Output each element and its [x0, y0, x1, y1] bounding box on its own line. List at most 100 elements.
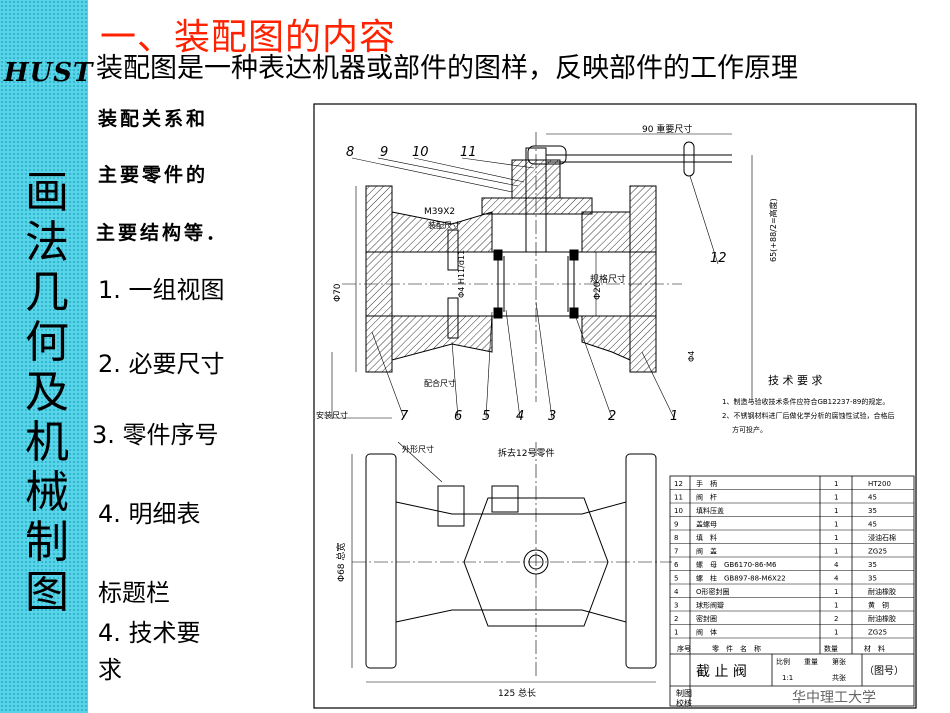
front-section-view [331, 132, 753, 419]
drawing-number: （图号） [864, 665, 904, 677]
fit-label: 装配尺寸 [428, 220, 460, 230]
callout-3: 3 [548, 409, 556, 424]
bom-cell: 2 [834, 615, 838, 623]
vertical-title-char: 制 [25, 517, 69, 568]
product-name: 截 止 阀 [696, 664, 747, 680]
scale-value: 1:1 [782, 674, 793, 682]
bom-cell: 4 [674, 588, 679, 596]
callout-6: 6 [454, 409, 462, 424]
bom-cell: 6 [674, 561, 679, 569]
sidebar: HUST 画 法 几 何 及 机 械 制 图 [0, 0, 92, 713]
vertical-title-char: 机 [25, 417, 69, 468]
bom-cell: 填 料 [696, 533, 717, 542]
callout-11: 11 [460, 145, 477, 160]
content-item-assembly: 装配关系和 [98, 108, 209, 130]
hust-logo: HUST [4, 58, 94, 88]
title-block [670, 653, 914, 687]
bom-cell: 1 [834, 507, 838, 515]
callout-4: 4 [516, 409, 524, 424]
callout-12: 12 [710, 251, 727, 266]
callout-5: 5 [482, 409, 490, 424]
total-length-label: 125 总长 [498, 687, 536, 699]
bom-cell: 4 [834, 561, 839, 569]
thread-label: M39X2 [424, 207, 455, 217]
bom-cell: 8 [674, 534, 678, 542]
bom-cell: 1 [834, 494, 838, 502]
assembly-drawing: 90 重要尺寸 8 9 10 11 12 M39X2 装配尺寸 规格尺寸 配合尺… [313, 103, 917, 709]
bom-cell: 螺 母 GB6170-86-M6 [696, 560, 777, 569]
bom-cell: 填料压盖 [696, 506, 724, 515]
bom-cell: 45 [868, 494, 877, 502]
bom-header-qty: 数量 [824, 644, 838, 653]
vertical-title-char: 几 [25, 267, 69, 318]
bom-cell: HT200 [868, 480, 891, 488]
tech-req-1: 1、制造与验收技术条件应符合GB12237-89的规定。 [722, 397, 889, 406]
bom-header-name: 零 件 名 称 [712, 644, 761, 653]
bom-cell: 1 [834, 629, 838, 637]
bom-cell: 螺 柱 GB897-88-M6X22 [696, 574, 786, 583]
scale-label-3: 第张 [832, 657, 846, 666]
bom-cell: 11 [674, 494, 683, 502]
tech-req-title: 技 术 要 求 [768, 374, 823, 387]
bom-cell: 7 [674, 548, 678, 556]
top-view [351, 441, 672, 683]
bom-cell: 耐油橡胶 [868, 587, 896, 596]
bom-cell: 浸油石棉 [868, 533, 896, 542]
spec-label: 规格尺寸 [590, 273, 626, 285]
sheet-total: 共张 [832, 673, 846, 682]
outline-label: 外形尺寸 [402, 444, 434, 454]
bom-cell: 4 [834, 575, 839, 583]
bom-cell: 35 [868, 575, 877, 583]
height-dim-label: 65(+88/2=高度) [768, 198, 778, 262]
vertical-title-char: 械 [25, 467, 69, 518]
callout-7: 7 [400, 409, 409, 424]
scale-label-2: 重量 [804, 658, 818, 666]
content-item-dimensions: 2. 必要尺寸 [98, 350, 225, 378]
bom-cell: 35 [868, 507, 877, 515]
mating-label: 配合尺寸 [424, 378, 456, 388]
bom-cell: 1 [834, 602, 838, 610]
vertical-title-char: 图 [25, 567, 69, 618]
fit-dim-label: Φ4 H11/d11 [457, 250, 466, 298]
vertical-title-char: 何 [25, 317, 69, 368]
slide-heading: 一、装配图的内容 [100, 17, 397, 58]
removed-part-label: 拆去12号零件 [498, 447, 554, 459]
content-item-technical-cont: 求 [98, 656, 122, 684]
tech-req-2: 2、不锈钢材料进厂后做化学分析的腐蚀性试验，合格后 [722, 411, 894, 420]
phi68-label: Φ68 总宽 [335, 543, 347, 582]
content-item-parts: 主要零件的 [98, 164, 209, 186]
vertical-title-char: 法 [25, 217, 69, 268]
bom-cell: 阀 杆 [696, 493, 717, 502]
checked-by-label: 校核 [676, 698, 692, 708]
bom-cell: 盖螺母 [696, 520, 717, 529]
bom-cell: 1 [674, 629, 678, 637]
vertical-title-char: 及 [25, 367, 69, 418]
scale-label-1: 比例 [776, 657, 790, 666]
bom-cell: 45 [868, 521, 877, 529]
callout-10: 10 [412, 145, 429, 160]
install-label: 安装尺寸 [316, 410, 348, 420]
bom-cell: 黄 铜 [868, 601, 889, 610]
bom-cell: 阀 体 [696, 628, 717, 637]
vertical-title: 画 法 几 何 及 机 械 制 图 [22, 168, 72, 618]
bom-cell: 1 [834, 588, 838, 596]
phi20-label: Φ20 [593, 281, 603, 300]
bom-cell: 1 [834, 480, 838, 488]
dim-90-label: 90 重要尺寸 [642, 123, 692, 135]
bom-cell: 1 [834, 534, 838, 542]
bom-cell: 1 [834, 521, 838, 529]
drawing-border [313, 103, 917, 709]
content-item-views: 1. 一组视图 [98, 276, 225, 304]
bom-cell: 2 [674, 615, 678, 623]
phi70-label: Φ70 [333, 283, 343, 302]
bom-cell: 5 [674, 575, 678, 583]
content-item-technical: 4. 技术要 [98, 619, 201, 647]
bom-cell: 12 [674, 480, 683, 488]
bom-cell: 球形阀瓣 [696, 601, 724, 610]
callout-9: 9 [380, 145, 388, 160]
bom-cell: 阀 盖 [696, 547, 717, 556]
callout-8: 8 [346, 145, 354, 160]
content-item-title-block: 标题栏 [98, 579, 170, 607]
bom-cell: 9 [674, 521, 678, 529]
